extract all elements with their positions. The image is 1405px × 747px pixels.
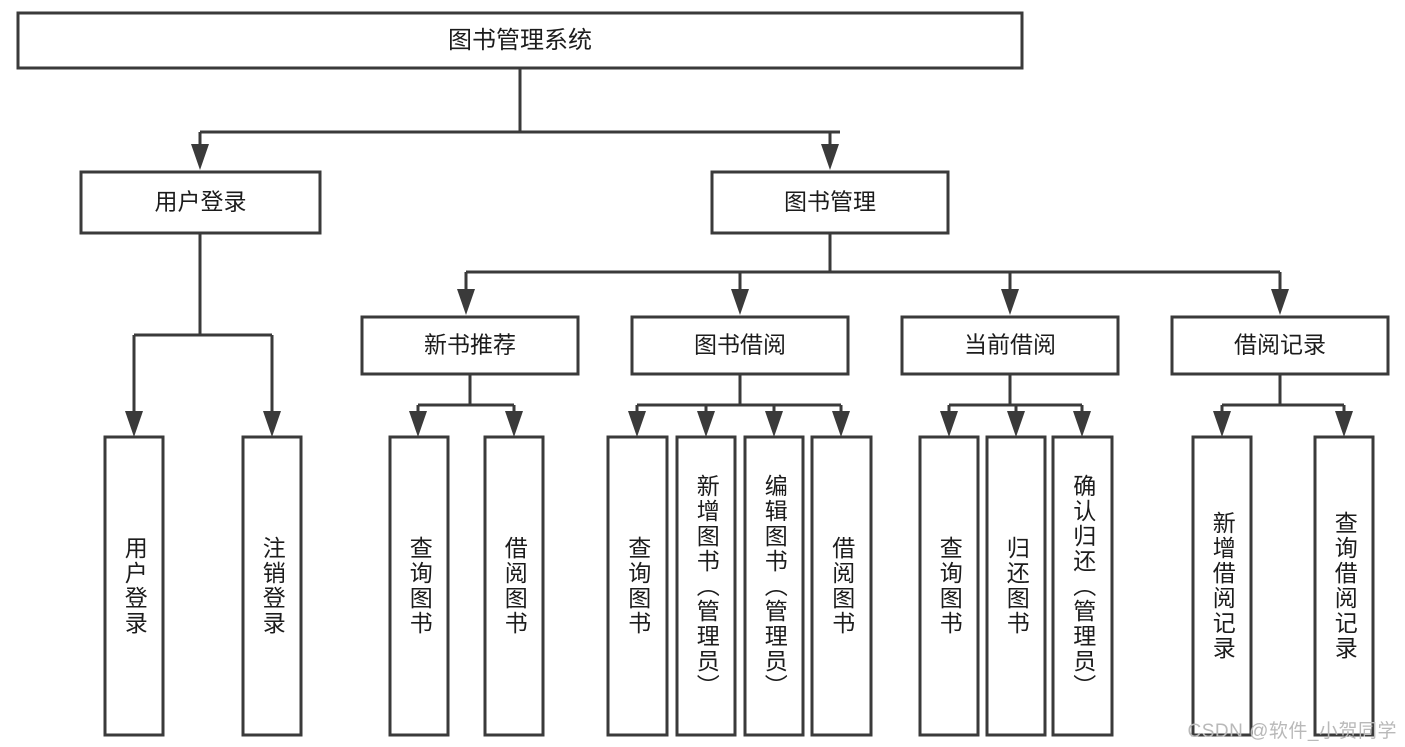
- arrow-leaf-confirm-return: [1073, 411, 1091, 437]
- node-label-current-borrow: 当前借阅: [964, 332, 1056, 358]
- node-box-leaf-edit-book[interactable]: [743, 435, 805, 737]
- node-box-leaf-return-book[interactable]: [985, 435, 1047, 737]
- arrow-leaf-add-record: [1213, 411, 1231, 437]
- arrow-leaf-borrow-book-1: [505, 411, 523, 437]
- node-label-root: 图书管理系统: [448, 27, 592, 54]
- node-box-leaf-query-book-1[interactable]: [388, 435, 450, 737]
- arrow-new-book-recommend: [457, 289, 475, 315]
- node-box-leaf-query-book-2[interactable]: [606, 435, 669, 737]
- node-label-user-login: 用户登录: [155, 189, 247, 215]
- node-box-leaf-add-record[interactable]: [1191, 435, 1253, 737]
- arrow-leaf-add-book: [697, 411, 715, 437]
- node-box-leaf-borrow-book-2[interactable]: [810, 435, 873, 737]
- node-box-leaf-query-record[interactable]: [1313, 435, 1375, 737]
- watermark: CSDN @软件_小贺同学: [1187, 721, 1397, 742]
- arrow-book-management: [821, 144, 839, 170]
- node-label-new-book-recommend: 新书推荐: [424, 332, 516, 358]
- arrow-leaf-query-book-3: [940, 411, 958, 437]
- node-boxes-layer: [16, 11, 1390, 737]
- node-box-new-book-recommend[interactable]: [360, 315, 580, 376]
- node-box-book-borrow[interactable]: [630, 315, 850, 376]
- arrow-current-borrow: [1001, 289, 1019, 315]
- arrow-leaf-query-record: [1335, 411, 1353, 437]
- node-box-leaf-borrow-book-1[interactable]: [483, 435, 545, 737]
- arrow-book-borrow: [731, 289, 749, 315]
- arrow-leaf-query-book-1: [409, 411, 427, 437]
- node-box-leaf-add-book[interactable]: [675, 435, 737, 737]
- arrow-borrow-record: [1271, 289, 1289, 315]
- node-box-leaf-confirm-return[interactable]: [1051, 435, 1114, 737]
- node-box-user-login[interactable]: [79, 170, 322, 235]
- arrow-leaf-return-book: [1007, 411, 1025, 437]
- arrow-heads-layer: [125, 144, 1353, 437]
- node-label-book-management: 图书管理: [784, 189, 876, 215]
- node-box-borrow-record[interactable]: [1170, 315, 1390, 376]
- node-box-leaf-query-book-3[interactable]: [918, 435, 980, 737]
- node-label-borrow-record: 借阅记录: [1234, 332, 1326, 358]
- node-box-book-management[interactable]: [710, 170, 950, 235]
- arrow-leaf-query-book-2: [628, 411, 646, 437]
- node-label-book-borrow: 图书借阅: [694, 332, 786, 358]
- arrow-user-login: [191, 144, 209, 170]
- node-box-leaf-logout[interactable]: [241, 435, 303, 737]
- arrow-leaf-edit-book: [765, 411, 783, 437]
- arrow-leaf-user-login: [125, 411, 143, 437]
- arrow-leaf-logout: [263, 411, 281, 437]
- node-box-current-borrow[interactable]: [900, 315, 1120, 376]
- node-box-leaf-user-login[interactable]: [103, 435, 165, 737]
- arrow-leaf-borrow-book-2: [832, 411, 850, 437]
- node-box-root[interactable]: [16, 11, 1024, 70]
